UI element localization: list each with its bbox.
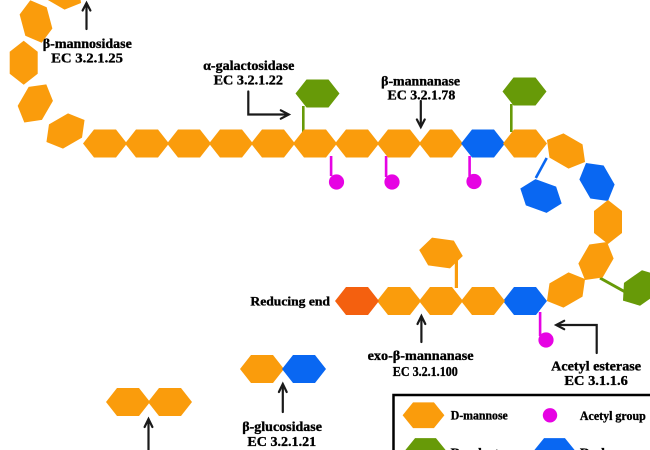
svg-text:D-mannose: D-mannose (451, 408, 508, 423)
svg-text:D-glucose: D-glucose (580, 445, 637, 450)
svg-text:β-mannanase: β-mannanase (381, 75, 460, 90)
svg-text:EC 3.2.1.25: EC 3.2.1.25 (51, 51, 123, 66)
svg-text:β-mannosidase: β-mannosidase (43, 37, 132, 52)
svg-text:EC 3.2.1.21: EC 3.2.1.21 (247, 435, 316, 450)
svg-text:Acetyl group: Acetyl group (580, 408, 646, 423)
svg-text:EC 3.2.1.22: EC 3.2.1.22 (214, 74, 283, 89)
svg-text:exo-β-mannanase: exo-β-mannanase (368, 349, 474, 364)
svg-text:EC 3.2.1.100: EC 3.2.1.100 (393, 365, 458, 380)
svg-text:Acetyl esterase: Acetyl esterase (551, 360, 641, 375)
svg-text:D-galactose: D-galactose (451, 445, 517, 450)
svg-text:Reducing end: Reducing end (250, 294, 330, 309)
svg-text:β-glucosidase: β-glucosidase (242, 420, 322, 435)
svg-text:α-galactosidase: α-galactosidase (203, 59, 294, 74)
svg-text:EC 3.1.1.6: EC 3.1.1.6 (564, 374, 627, 389)
svg-text:EC 3.2.1.78: EC 3.2.1.78 (388, 89, 456, 104)
